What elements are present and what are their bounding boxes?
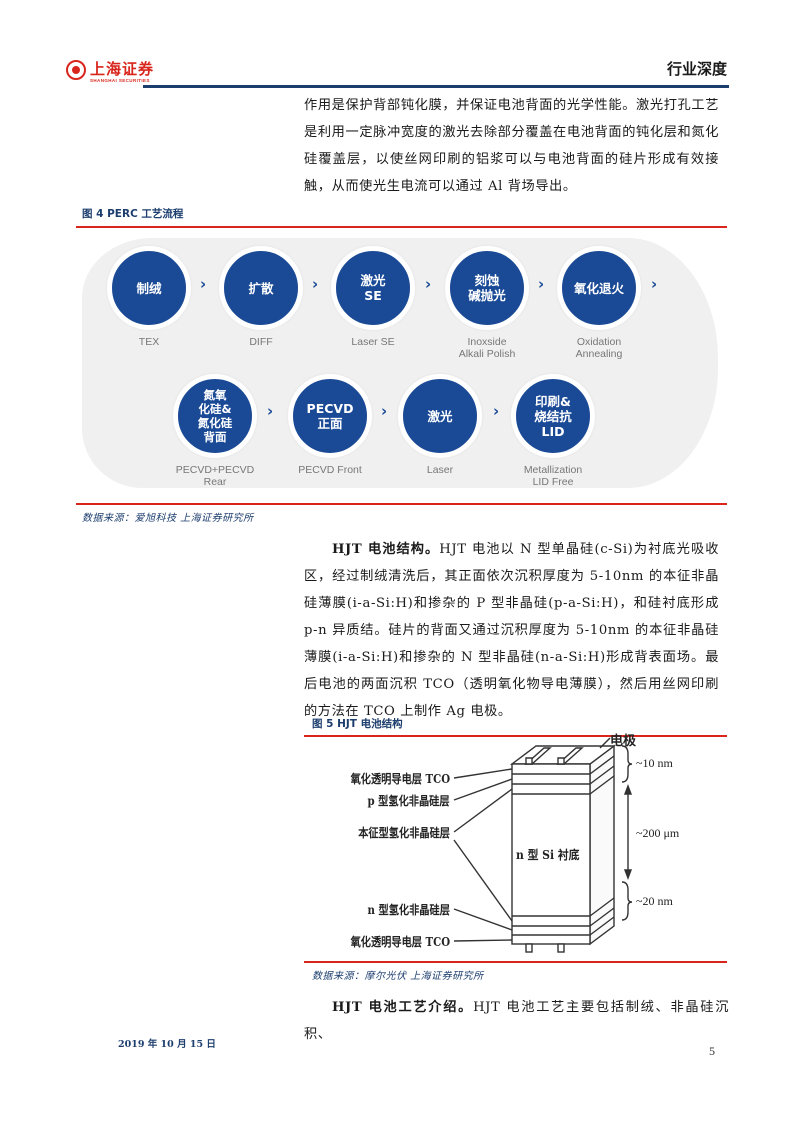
step-circle: 刻蚀 碱抛光 xyxy=(445,246,529,330)
body-paragraph-1: 作用是保护背部钝化膜，并保证电池背面的光学性能。激光打孔工艺是利用一定脉冲宽度的… xyxy=(304,98,719,194)
header-divider xyxy=(143,85,729,88)
step-circle: 制绒 xyxy=(107,246,191,330)
step-circle: PECVD 正面 xyxy=(288,374,372,458)
step-circle: 印刷& 烧结抗 LID xyxy=(511,374,595,458)
body-paragraph-2: HJT 电池结构。HJT 电池以 N 型单晶硅(c-Si)为衬底光吸收区，经过制… xyxy=(304,536,719,725)
flow-step-oxidation-annealing: 氧化退火 Oxidation Annealing xyxy=(549,246,649,360)
paragraph-lead: HJT 电池结构。 xyxy=(332,542,440,557)
step-cn-label: 激光 SE xyxy=(360,273,386,303)
step-en-label: PECVD Front xyxy=(298,464,362,476)
chevron-right-icon: › xyxy=(200,275,207,293)
section-title: 行业深度 xyxy=(666,60,727,78)
figure-4-source: 数据来源：爱旭科技 上海证券研究所 xyxy=(82,513,254,524)
step-en-label: PECVD+PECVD Rear xyxy=(175,464,255,488)
step-en-label: Inoxside Alkali Polish xyxy=(458,336,516,360)
flow-step-alkali-polish: 刻蚀 碱抛光 Inoxside Alkali Polish xyxy=(437,246,537,360)
step-en-label: Oxidation Annealing xyxy=(575,336,623,360)
label-p-type-layer: p 型氢化非晶硅层 xyxy=(367,794,450,808)
hjt-structure-diagram: 氧化透明导电层 TCO p 型氢化非晶硅层 本征型氢化非晶硅层 n 型氢化非晶硅… xyxy=(304,734,724,958)
figure-4-title: 图 4 PERC 工艺流程 xyxy=(82,208,184,220)
figure-5-top-rule xyxy=(304,735,727,737)
label-tco-top: 氧化透明导电层 TCO xyxy=(350,772,450,786)
step-cn-label: PECVD 正面 xyxy=(306,401,354,431)
label-intrinsic-layer: 本征型氢化非晶硅层 xyxy=(358,826,450,840)
figure-4-top-rule xyxy=(76,226,727,228)
step-circle: 激光 xyxy=(398,374,482,458)
figure-5-source: 数据来源：摩尔光伏 上海证券研究所 xyxy=(312,971,484,982)
chevron-right-icon: › xyxy=(493,402,500,420)
step-cn-label: 制绒 xyxy=(136,280,162,296)
step-cn-label: 扩散 xyxy=(248,280,274,296)
dimension-bottom: ~20 nm xyxy=(636,894,673,908)
step-circle: 激光 SE xyxy=(331,246,415,330)
chevron-right-icon: › xyxy=(312,275,319,293)
company-logo: 上海证券 SHANGHAI SECURITIES xyxy=(66,58,176,88)
flow-step-pecvd-front: PECVD 正面 PECVD Front xyxy=(280,374,380,476)
page-number: 5 xyxy=(709,1044,715,1058)
chevron-right-icon: › xyxy=(267,402,274,420)
chevron-right-icon: › xyxy=(425,275,432,293)
logo-icon xyxy=(66,60,86,80)
flow-step-laser: 激光 Laser xyxy=(390,374,490,476)
step-cn-label: 氮氧 化硅& 氮化硅 背面 xyxy=(197,388,233,444)
paragraph-lead: HJT 电池工艺介绍。 xyxy=(332,1000,474,1015)
flow-step-diff: 扩散 DIFF xyxy=(211,246,311,348)
label-electrode: 电极 xyxy=(610,734,637,749)
logo-text-cn: 上海证券 xyxy=(90,60,155,78)
label-substrate: n 型 Si 衬底 xyxy=(516,848,580,862)
flow-step-tex: 制绒 TEX xyxy=(99,246,199,348)
flow-step-laser-se: 激光 SE Laser SE xyxy=(323,246,423,348)
chevron-right-icon: › xyxy=(651,275,658,293)
footer-date: 2019 年 10 月 15 日 xyxy=(118,1039,216,1050)
step-cn-label: 刻蚀 碱抛光 xyxy=(468,273,506,303)
label-n-type-layer: n 型氢化非晶硅层 xyxy=(367,903,450,917)
step-cn-label: 印刷& 烧结抗 LID xyxy=(534,393,572,439)
step-en-label: Laser SE xyxy=(351,336,395,348)
flow-step-pecvd-rear: 氮氧 化硅& 氮化硅 背面 PECVD+PECVD Rear xyxy=(165,374,265,488)
step-circle: 氮氧 化硅& 氮化硅 背面 xyxy=(173,374,257,458)
logo-text-en: SHANGHAI SECURITIES xyxy=(90,78,150,83)
label-tco-bottom: 氧化透明导电层 TCO xyxy=(350,935,450,949)
dimension-top: ~10 nm xyxy=(636,756,673,770)
figure-5-bottom-rule xyxy=(304,961,727,963)
chevron-right-icon: › xyxy=(381,402,388,420)
paragraph-body: HJT 电池工艺主要包括制绒、非晶硅沉积、 xyxy=(304,1000,729,1042)
step-en-label: Metallization LID Free xyxy=(523,464,583,488)
dimension-middle: ~200 μm xyxy=(636,826,680,840)
figure-5-title: 图 5 HJT 电池结构 xyxy=(312,718,403,730)
step-en-label: DIFF xyxy=(249,336,273,348)
body-paragraph-3: HJT 电池工艺介绍。HJT 电池工艺主要包括制绒、非晶硅沉积、 xyxy=(304,994,729,1048)
step-cn-label: 激光 xyxy=(427,408,453,424)
step-en-label: Laser xyxy=(426,464,454,476)
hjt-cell-drawing xyxy=(453,737,633,953)
step-circle: 氧化退火 xyxy=(557,246,641,330)
step-circle: 扩散 xyxy=(219,246,303,330)
chevron-right-icon: › xyxy=(538,275,545,293)
step-cn-label: 氧化退火 xyxy=(573,280,624,296)
figure-4-bottom-rule xyxy=(76,503,727,505)
step-en-label: TEX xyxy=(138,336,160,348)
flow-step-metallization: 印刷& 烧结抗 LID Metallization LID Free xyxy=(503,374,603,488)
paragraph-body: HJT 电池以 N 型单晶硅(c-Si)为衬底光吸收区，经过制绒清洗后，其正面依… xyxy=(304,542,719,719)
